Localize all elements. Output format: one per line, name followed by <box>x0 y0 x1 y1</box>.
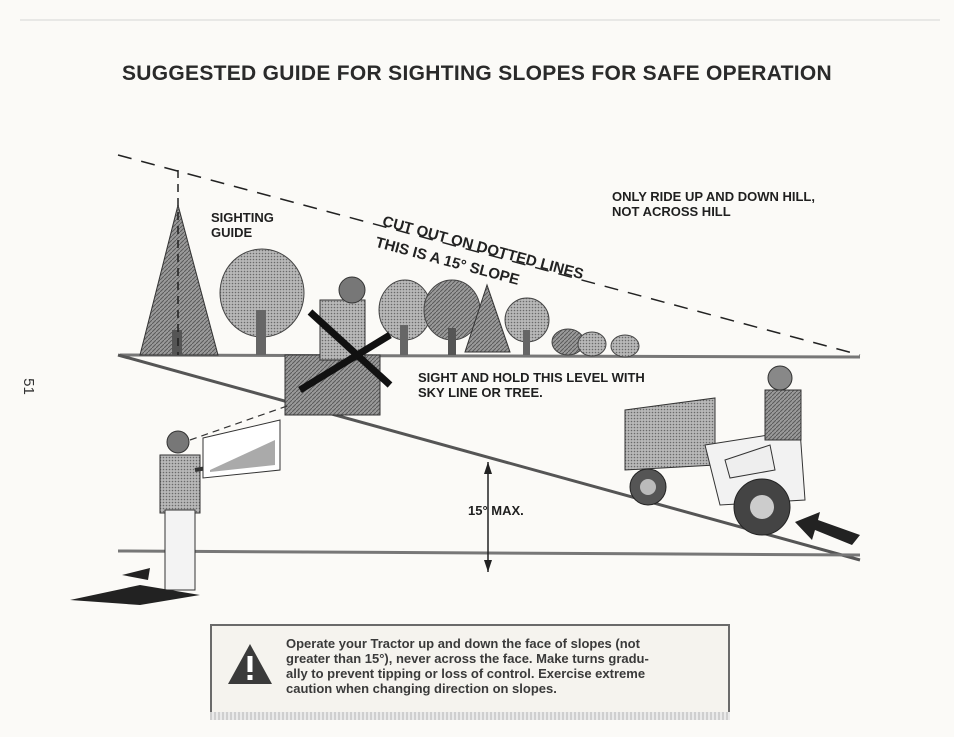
direction-arrow-icon <box>795 512 860 545</box>
tractor-across-hill-crossed-icon <box>284 276 393 416</box>
warning-triangle-icon <box>228 644 272 684</box>
tree-icon <box>504 297 550 355</box>
sighting-guide-label: SIGHTING GUIDE <box>211 210 274 240</box>
person-sighting-icon <box>70 430 226 605</box>
sighting-guide-card-icon <box>202 419 281 479</box>
ride-direction-label: ONLY RIDE UP AND DOWN HILL, NOT ACROSS H… <box>612 189 815 219</box>
pine-tree-icon <box>464 283 511 353</box>
max-angle-label: 15° MAX. <box>468 503 524 518</box>
page-title: SUGGESTED GUIDE FOR SIGHTING SLOPES FOR … <box>121 62 833 85</box>
warning-box: Operate your Tractor up and down the fac… <box>210 624 730 716</box>
angle-indicator <box>484 462 492 572</box>
warning-text: Operate your Tractor up and down the fac… <box>286 636 649 696</box>
shrub-icon <box>551 328 640 358</box>
slope-line <box>117 353 861 562</box>
sight-hold-label: SIGHT AND HOLD THIS LEVEL WITH SKY LINE … <box>418 370 645 400</box>
ground-line <box>117 549 861 557</box>
pine-tree-icon <box>139 203 219 356</box>
tractor-up-hill-icon <box>624 365 806 536</box>
sight-line <box>189 404 291 441</box>
sighting-dashed-line <box>117 154 861 356</box>
tree-icon <box>378 279 432 355</box>
warning-band <box>210 712 730 720</box>
tree-icon <box>219 248 305 355</box>
horizon-line <box>119 353 861 359</box>
